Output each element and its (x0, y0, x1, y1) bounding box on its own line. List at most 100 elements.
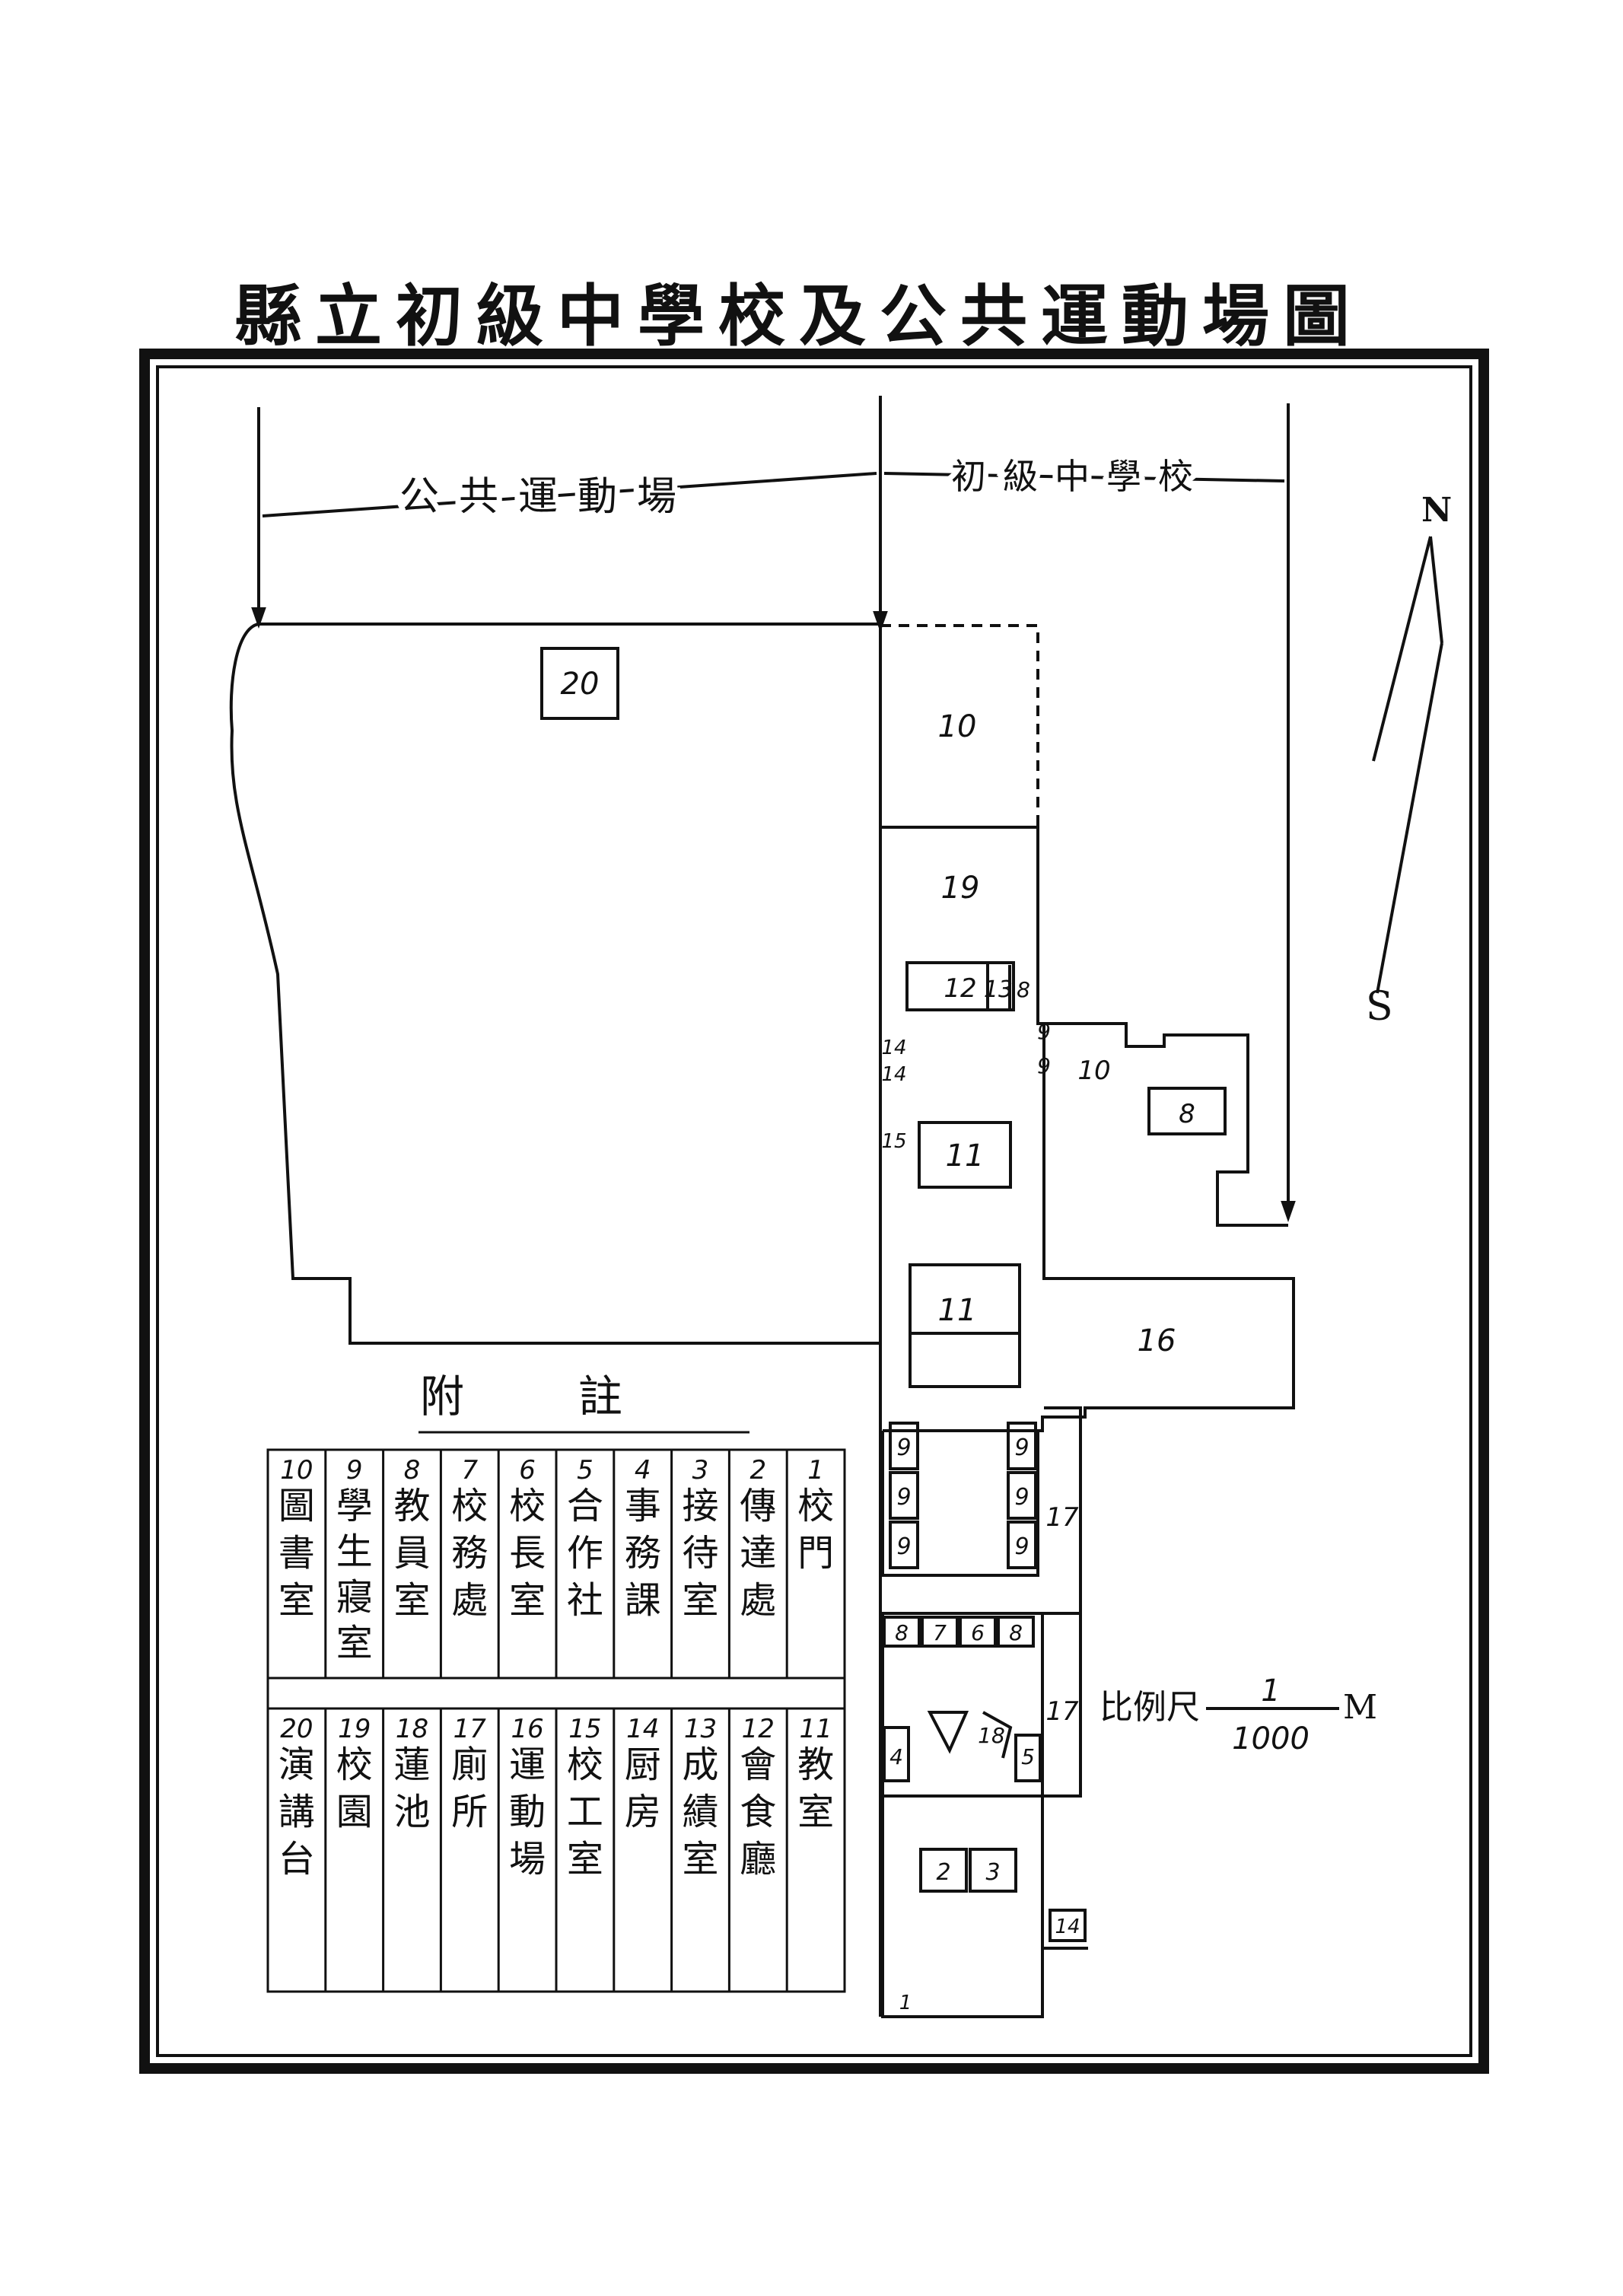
legend-item-name-char: 廁 (451, 1743, 488, 1786)
legend-item-name-char: 處 (740, 1579, 776, 1622)
legend-item-name-char: 厨 (625, 1743, 661, 1786)
gate-label: 1 (899, 1992, 912, 2014)
legend-item-name-char: 處 (451, 1579, 488, 1622)
legend-item-name-char: 校 (567, 1743, 603, 1786)
legend-item-name-char: 接 (682, 1485, 718, 1527)
legend-item-number: 8 (404, 1455, 421, 1486)
legend-item-name-char: 教 (393, 1485, 430, 1527)
legend-item-number: 17 (453, 1714, 487, 1744)
stage-label: 20 (561, 667, 600, 702)
legend-item-number: 11 (799, 1714, 832, 1744)
legend-item-number: 13 (684, 1714, 717, 1744)
stage-box (540, 647, 619, 720)
dorm-e1-label: 9 (1014, 1435, 1029, 1461)
legend-item-name-char: 室 (278, 1579, 315, 1622)
pond-label: 18 (978, 1723, 1005, 1748)
workers-label: 15 (881, 1130, 906, 1153)
principal-c-label: 6 (971, 1620, 985, 1645)
legend-item-number: 2 (749, 1455, 766, 1486)
legend-item-number: 7 (461, 1455, 478, 1486)
legend-item-number: 10 (280, 1455, 313, 1486)
legend-item-name-char: 室 (336, 1622, 373, 1664)
legend-item-name-char: 室 (393, 1579, 430, 1622)
classroom-b-label: 11 (938, 1293, 977, 1328)
legend-item-number: 20 (280, 1714, 313, 1744)
compass (1372, 536, 1443, 994)
dorm-w1-label: 9 (896, 1435, 911, 1461)
legend-item-name-char: 動 (509, 1791, 546, 1833)
office-c-label: 4 (889, 1744, 903, 1769)
teachers-east-label: 8 (1179, 1099, 1195, 1129)
toilet-a-label: 17 (1045, 1502, 1079, 1533)
legend-item-number: 5 (577, 1455, 594, 1486)
legend-item-name-char: 達 (740, 1532, 776, 1575)
legend-item-name-char: 室 (797, 1791, 834, 1833)
legend-item-name-char: 蓮 (393, 1743, 430, 1786)
legend-item-name-char: 池 (393, 1791, 430, 1833)
legend-item-name-char: 校 (797, 1485, 834, 1527)
legend-item-name-char: 事 (625, 1485, 661, 1527)
park-boundary (229, 623, 882, 1345)
school-buildings (879, 624, 1295, 2018)
legend-item-name-char: 校 (451, 1485, 488, 1527)
compass-north: N (1421, 491, 1452, 530)
legend-item-name-char: 務 (451, 1532, 488, 1575)
legend-item-name-char: 務 (625, 1532, 661, 1575)
outer-frame (139, 349, 1489, 2074)
legend-item-name-char: 室 (567, 1838, 603, 1880)
legend-item-name-char: 生 (336, 1530, 373, 1573)
legend-item-name-char: 員 (393, 1532, 430, 1575)
legend-item-name-char: 講 (278, 1791, 315, 1833)
legend-item-name-char: 台 (278, 1838, 315, 1880)
school-extent-label: 初級中學校 (951, 456, 1210, 497)
kitchen-a-label: 14 (881, 1037, 906, 1059)
legend-item-name-char: 廳 (740, 1838, 776, 1880)
legend-item-name-char: 成 (682, 1743, 718, 1786)
legend-item-name-char: 合 (567, 1485, 603, 1527)
legend-item-number: 3 (692, 1455, 709, 1486)
legend-cells: 1校門2傳達處3接待室4事務課5合作社6校長室7校務處8教員室9學生寢室10圖書… (278, 1450, 834, 1992)
garden-label: 19 (941, 871, 980, 906)
legend-item-name-char: 學 (336, 1485, 373, 1527)
legend-item-name-char: 會 (740, 1743, 776, 1786)
legend-item-name-char: 房 (625, 1791, 661, 1833)
dorm-e3-label: 9 (1014, 1533, 1029, 1560)
library-east-label: 10 (1077, 1056, 1110, 1086)
teachers-d-label: 8 (1009, 1620, 1023, 1645)
legend-item-name-char: 室 (682, 1579, 718, 1622)
legend-item-name-char: 長 (509, 1532, 546, 1575)
dorm-w3-label: 9 (896, 1533, 911, 1560)
legend-item-name-char: 演 (278, 1743, 315, 1786)
records-label: 13 (984, 976, 1013, 1003)
reception-2-label: 2 (936, 1859, 950, 1886)
legend-item-name-char: 課 (625, 1579, 661, 1622)
legend-item-name-char: 書 (278, 1532, 315, 1575)
legend-item-name-char: 運 (509, 1743, 546, 1786)
legend-item-name-char: 待 (682, 1532, 718, 1575)
legend-item-name-char: 食 (740, 1791, 776, 1833)
affairs-c-label: 7 (933, 1620, 947, 1645)
legend-item-name-char: 圖 (278, 1485, 315, 1527)
reception-3-label: 3 (985, 1859, 1000, 1886)
dorm-e2-label: 9 (1014, 1484, 1029, 1511)
inner-frame (156, 365, 1472, 2057)
legend-item-name-char: 場 (509, 1838, 546, 1880)
park-extent-label: 公共運動場 (399, 474, 696, 520)
scale-label: 比例尺 (1100, 1688, 1200, 1727)
legend-item-number: 15 (568, 1714, 601, 1744)
dorm-east-b-label: 9 (1037, 1053, 1051, 1078)
scale-denominator: 1000 (1232, 1721, 1310, 1756)
classroom-a-label: 11 (946, 1138, 985, 1173)
dining-label: 12 (944, 973, 976, 1004)
legend-item-number: 1 (807, 1455, 824, 1486)
dorm-east-a-label: 9 (1037, 1019, 1051, 1044)
legend-item-name-char: 作 (567, 1532, 603, 1575)
legend-item-number: 6 (519, 1455, 536, 1486)
legend-item-number: 9 (346, 1455, 363, 1486)
legend-item-name-char: 社 (567, 1579, 603, 1622)
legend-item-name-char: 室 (509, 1579, 546, 1622)
legend-item-name-char: 傳 (740, 1485, 776, 1527)
teachers-top-label: 8 (1017, 977, 1030, 1002)
legend-item-name-char: 校 (509, 1485, 546, 1527)
